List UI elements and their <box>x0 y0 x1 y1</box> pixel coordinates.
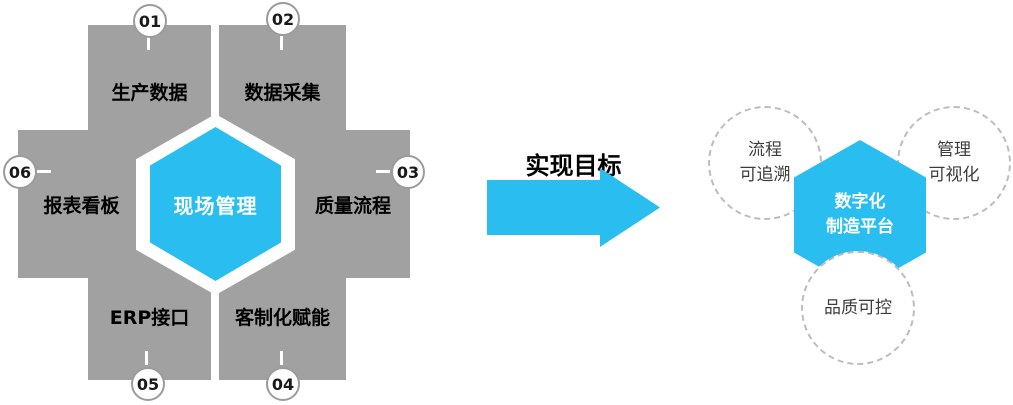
feature-circle-management-visualized: 管理 可视化 <box>897 106 1011 220</box>
number-badge-05: 05 <box>131 367 165 401</box>
block-label-01: 生产数据 <box>111 81 188 104</box>
connector-tick-05 <box>145 351 148 365</box>
number-badge-04: 04 <box>266 367 300 401</box>
block-label-02: 数据采集 <box>244 81 321 104</box>
block-label-03: 质量流程 <box>314 194 391 217</box>
connector-tick-04 <box>280 351 283 365</box>
feature-circle-line2: 可追溯 <box>739 165 791 185</box>
feature-circle-line1: 管理 <box>937 140 971 161</box>
platform-hexagon: 数字化 制造平台 <box>794 140 926 290</box>
arrow-label: 实现目标 <box>525 152 622 180</box>
connector-tick-02 <box>280 36 283 50</box>
connector-tick-01 <box>147 36 150 50</box>
connector-tick-03 <box>376 170 390 173</box>
feature-circle-quality-controlled: 品质可控 <box>801 251 915 365</box>
platform-hexagon-line1: 数字化 <box>834 192 886 213</box>
feature-circle-line1: 流程 <box>748 140 782 161</box>
feature-circle-line2: 可视化 <box>928 165 980 185</box>
feature-circle-line1: 品质可控 <box>824 297 892 318</box>
center-hexagon-label: 现场管理 <box>173 193 258 218</box>
number-badge-02: 02 <box>266 2 300 36</box>
block-label-05: ERP接口 <box>109 306 190 329</box>
center-hexagon: 现场管理 <box>150 127 281 281</box>
block-label-06: 报表看板 <box>43 194 120 217</box>
number-badge-06: 06 <box>3 155 37 189</box>
number-badge-01: 01 <box>133 4 167 38</box>
number-badge-03: 03 <box>391 155 425 189</box>
platform-hexagon-line2: 制造平台 <box>826 217 894 237</box>
connector-tick-06 <box>37 170 51 173</box>
block-label-04: 客制化赋能 <box>234 306 330 329</box>
